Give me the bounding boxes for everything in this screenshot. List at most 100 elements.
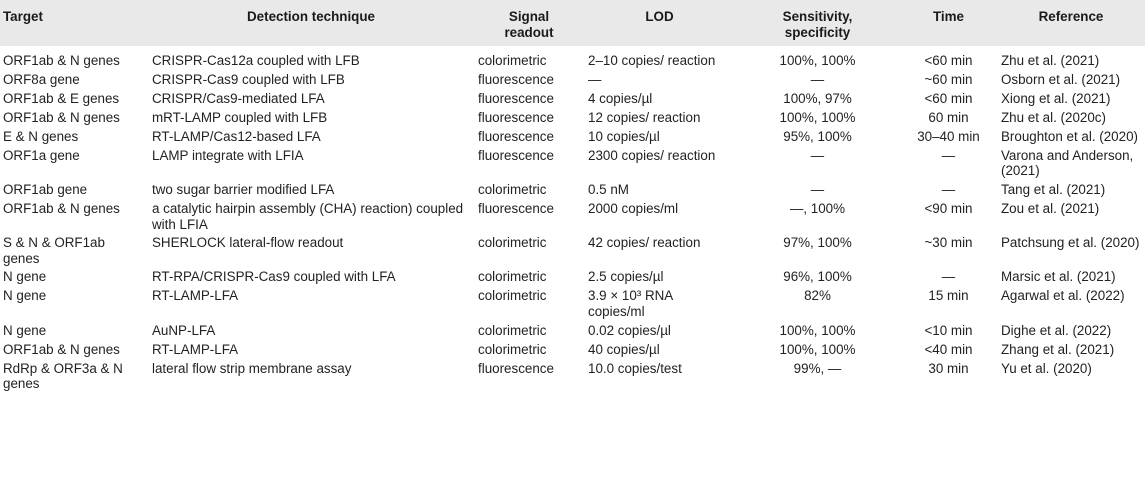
cell-signal: fluorescence xyxy=(478,147,554,163)
cell-time: <90 min xyxy=(924,200,973,216)
cell-signal: colorimetric xyxy=(478,269,547,285)
cell-lod: 2–10 copies/ reaction xyxy=(588,53,716,69)
cell-reference: Agarwal et al. (2022) xyxy=(1001,288,1125,304)
cell-technique: lateral flow strip membrane assay xyxy=(152,360,352,376)
cell-technique: RT-LAMP-LFA xyxy=(152,341,239,357)
cell-sensitivity: — xyxy=(810,147,825,163)
cell-lod: 42 copies/ reaction xyxy=(588,235,701,251)
cell-technique: RT-LAMP-LFA xyxy=(152,288,239,304)
cell-lod: 3.9 × 10³ RNA copies/ml xyxy=(588,288,673,319)
cell-time: ~60 min xyxy=(924,71,973,87)
cell-signal: fluorescence xyxy=(478,109,554,125)
cell-sensitivity: 82% xyxy=(804,288,831,304)
cell-signal: colorimetric xyxy=(478,322,547,338)
cell-sensitivity: 99%, — xyxy=(793,360,842,376)
cell-time: 30 min xyxy=(928,360,969,376)
header-technique: Detection technique xyxy=(247,9,375,24)
cell-technique: RT-LAMP/Cas12-based LFA xyxy=(152,128,321,144)
cell-target: ORF1ab & N genes xyxy=(3,341,120,357)
cell-reference: Zhang et al. (2021) xyxy=(1001,341,1115,357)
cell-time: <60 min xyxy=(924,90,973,106)
header-sensitivity: Sensitivity,specificity xyxy=(735,0,900,46)
cell-technique: two sugar barrier modified LFA xyxy=(152,181,335,197)
cell-target: ORF1ab gene xyxy=(3,181,88,197)
cell-time: ~30 min xyxy=(924,235,973,251)
cell-target: ORF1ab & N genes xyxy=(3,53,120,69)
cell-target: ORF1ab & N genes xyxy=(3,109,120,125)
cell-target: ORF1ab & E genes xyxy=(3,90,120,106)
cell-reference: Zhu et al. (2020c) xyxy=(1001,109,1106,125)
header-target: Target xyxy=(3,9,43,24)
cell-target: E & N genes xyxy=(3,128,79,144)
cell-time: — xyxy=(941,181,956,197)
cell-sensitivity: — xyxy=(810,181,825,197)
cell-sensitivity: 100%, 100% xyxy=(779,109,856,125)
table-row: E & N genes RT-LAMP/Cas12-based LFA fluore… xyxy=(0,127,1145,146)
cell-target: N gene xyxy=(3,322,47,338)
cell-signal: fluorescence xyxy=(478,360,554,376)
cell-target: S & N & ORF1ab genes xyxy=(3,235,105,266)
cell-lod: 10 copies/µl xyxy=(588,128,660,144)
cell-signal: colorimetric xyxy=(478,181,547,197)
cell-lod: 12 copies/ reaction xyxy=(588,109,701,125)
cell-target: ORF8a gene xyxy=(3,71,80,87)
cell-reference: Yu et al. (2020) xyxy=(1001,360,1092,376)
cell-sensitivity: 100%, 100% xyxy=(779,341,856,357)
table-row: N gene AuNP-LFA colorimetric 0.02 copies/µl… xyxy=(0,321,1145,340)
cell-signal: colorimetric xyxy=(478,235,547,251)
cell-sensitivity: 95%, 100% xyxy=(783,128,852,144)
cell-reference: Zhu et al. (2021) xyxy=(1001,53,1100,69)
cell-signal: fluorescence xyxy=(478,128,554,144)
header-signal-line1: Signal xyxy=(508,9,550,24)
cell-reference: Tang et al. (2021) xyxy=(1001,181,1106,197)
cell-reference: Broughton et al. (2020) xyxy=(1001,128,1138,144)
cell-reference: Dighe et al. (2022) xyxy=(1001,322,1112,338)
header-reference: Reference xyxy=(1038,9,1104,24)
cell-reference: Patchsung et al. (2020) xyxy=(1001,235,1140,251)
cell-time: — xyxy=(941,147,956,163)
table-row: RdRp & ORF3a & N genes lateral flow strip… xyxy=(0,359,1145,393)
header-sens-line1: Sensitivity, xyxy=(782,9,853,24)
cell-lod: 2.5 copies/µl xyxy=(588,269,664,285)
cell-lod: 2000 copies/ml xyxy=(588,200,679,216)
cell-time: 15 min xyxy=(928,288,969,304)
cell-time: <60 min xyxy=(924,53,973,69)
cell-time: <40 min xyxy=(924,341,973,357)
cell-time: <10 min xyxy=(924,322,973,338)
cell-technique: mRT-LAMP coupled with LFB xyxy=(152,109,328,125)
header-signal-line2: readout xyxy=(504,24,554,40)
cell-lod: 0.5 nM xyxy=(588,181,629,197)
cell-signal: fluorescence xyxy=(478,200,554,216)
cell-signal: colorimetric xyxy=(478,288,547,304)
cell-technique: SHERLOCK lateral-flow readout xyxy=(152,235,344,251)
table-row: ORF1ab & N genes mRT-LAMP coupled with LF… xyxy=(0,108,1145,127)
table-row: S & N & ORF1ab genes SHERLOCK lateral-flo… xyxy=(0,233,1145,267)
header-lod: LOD xyxy=(645,9,674,24)
cell-lod: 4 copies/µl xyxy=(588,90,653,106)
cell-signal: colorimetric xyxy=(478,341,547,357)
cell-lod: 10.0 copies/test xyxy=(588,360,682,376)
cell-sensitivity: 100%, 100% xyxy=(779,322,856,338)
cell-signal: colorimetric xyxy=(478,53,547,69)
cell-reference: Zou et al. (2021) xyxy=(1001,200,1100,216)
cell-time: 30–40 min xyxy=(917,128,980,144)
cell-target: RdRp & ORF3a & N genes xyxy=(3,360,123,392)
cell-lod: 0.02 copies/µl xyxy=(588,322,671,338)
cell-reference: Osborn et al. (2021) xyxy=(1001,71,1121,87)
cell-signal: fluorescence xyxy=(478,90,554,106)
cell-sensitivity: 97%, 100% xyxy=(783,235,852,251)
cell-technique: LAMP integrate with LFIA xyxy=(152,147,304,163)
table-row: ORF1ab gene two sugar barrier modified LF… xyxy=(0,180,1145,199)
cell-technique: AuNP-LFA xyxy=(152,322,216,338)
